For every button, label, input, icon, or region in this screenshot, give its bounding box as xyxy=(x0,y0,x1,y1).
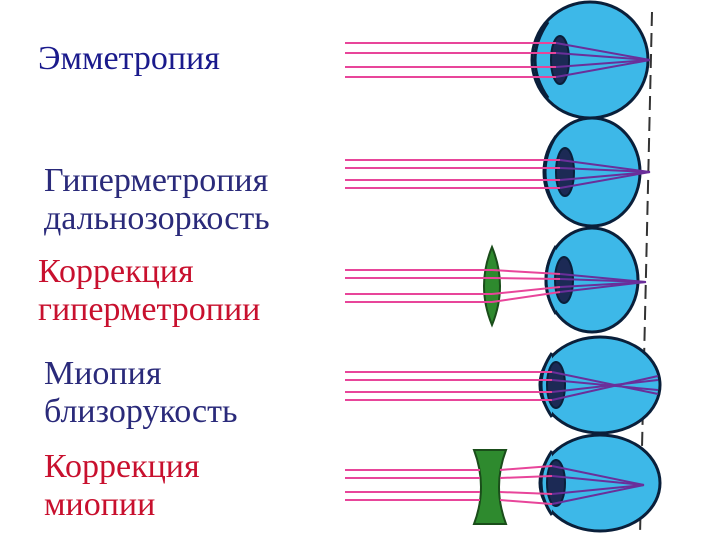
row-myopia-correction xyxy=(345,433,662,533)
eye-lens-icon xyxy=(546,361,566,409)
label-myopia-correction: Коррекция миопии xyxy=(44,448,200,524)
eye-lens-icon xyxy=(550,35,570,85)
label-hypermetropia-correction: Коррекция гиперметропии xyxy=(38,253,260,329)
refracted-ray xyxy=(551,484,645,505)
label-myopia-correction-line-1: Коррекция xyxy=(44,448,200,485)
refracted-ray xyxy=(551,375,659,401)
refracted-ray xyxy=(559,171,651,181)
cornea-bulge xyxy=(543,135,558,209)
refracted-ray xyxy=(551,465,645,486)
label-emmetropia-line-1: Эмметропия xyxy=(38,40,220,77)
cornea-bulge xyxy=(544,245,558,315)
eyeball-icon xyxy=(530,0,650,120)
refracted-ray xyxy=(551,475,645,486)
label-emmetropia: Эмметропия xyxy=(38,40,220,78)
row-emmetropia xyxy=(345,0,651,120)
refracted-ray xyxy=(555,59,651,78)
row-hypermetropia xyxy=(345,116,651,228)
cornea-bulge xyxy=(533,21,550,99)
label-myopia: Миопия близорукость xyxy=(44,355,238,431)
label-myopia-line-2: близорукость xyxy=(44,393,238,430)
row-myopia xyxy=(345,335,662,435)
retina-reference-line xyxy=(639,11,653,536)
refracted-ray xyxy=(551,371,659,395)
diverging-ray xyxy=(499,491,553,495)
converging-ray xyxy=(491,291,561,303)
refracted-ray xyxy=(551,484,645,495)
concave-lens-icon xyxy=(472,449,508,525)
converging-ray xyxy=(491,269,561,275)
refracted-ray xyxy=(555,52,651,61)
refracted-ray xyxy=(555,42,651,61)
label-myopia-correction-line-2: миопии xyxy=(44,486,156,523)
refracted-ray xyxy=(559,278,647,283)
diverging-ray xyxy=(499,465,553,471)
label-hypermetropia: Гиперметропия дальнозоркость xyxy=(44,162,270,238)
refracted-ray xyxy=(559,167,651,173)
label-hypermetropia-line-1: Гиперметропия xyxy=(44,162,269,199)
refracted-ray xyxy=(555,59,651,68)
converging-ray xyxy=(491,286,561,295)
diverging-ray xyxy=(499,475,553,479)
converging-ray xyxy=(491,277,561,280)
refracted-ray xyxy=(559,281,647,293)
label-myopia-line-1: Миопия xyxy=(44,355,162,392)
row-hypermetropia-correction xyxy=(345,226,647,334)
refracted-ray xyxy=(559,159,651,173)
refracted-ray xyxy=(559,171,651,189)
convex-lens-icon xyxy=(483,244,501,328)
label-hypermetropia-correction-line-1: Коррекция xyxy=(38,253,194,290)
diverging-ray xyxy=(499,499,553,505)
label-hypermetropia-correction-line-2: гиперметропии xyxy=(38,291,261,328)
refracted-ray xyxy=(551,379,659,393)
label-hypermetropia-line-2: дальнозоркость xyxy=(44,200,270,237)
